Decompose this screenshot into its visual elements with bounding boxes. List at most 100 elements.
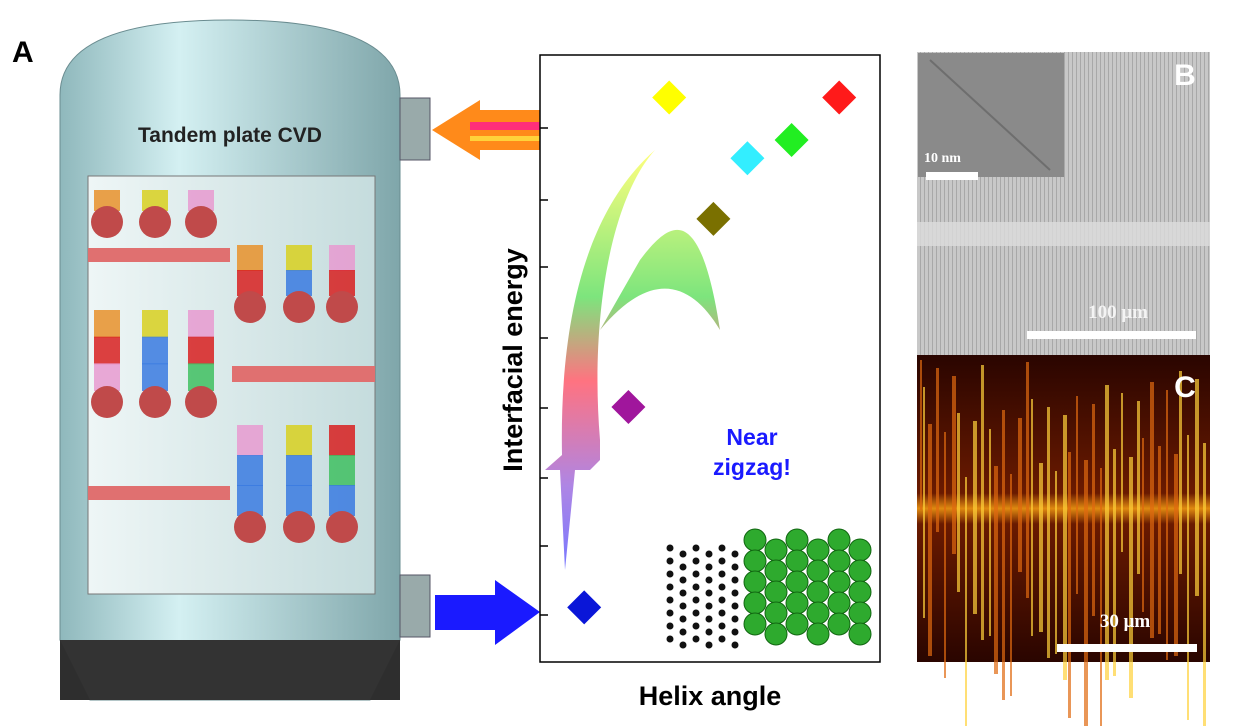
nanotube-segment — [142, 190, 168, 211]
carbon-atom — [679, 576, 687, 584]
carbon-atom — [666, 583, 674, 591]
carbon-atom — [731, 576, 739, 584]
inset-scale-bar — [926, 172, 978, 180]
carbon-atom — [718, 557, 726, 565]
carbon-atom — [679, 641, 687, 649]
carbon-atom — [718, 622, 726, 630]
nanotube-streak — [965, 477, 967, 726]
data-marker-diamond — [730, 141, 765, 176]
carbon-atom — [666, 570, 674, 578]
nanotube-streak — [923, 387, 925, 618]
metal-atom — [806, 622, 830, 646]
nanotube-streak — [1142, 438, 1144, 612]
y-axis-ticks — [540, 127, 548, 616]
vessel-title: Tandem plate CVD — [138, 124, 322, 147]
carbon-atom — [705, 563, 713, 571]
carbon-atom — [705, 602, 713, 610]
nanotube-streak — [1150, 382, 1154, 638]
metal-atom — [806, 538, 830, 562]
carbon-atom — [692, 596, 700, 604]
metal-atom — [785, 612, 809, 636]
carbon-atom — [666, 596, 674, 604]
x-axis-label: Helix angle — [639, 681, 782, 711]
nanotube-segment — [237, 485, 263, 516]
metal-atom — [806, 559, 830, 583]
nanotube-streak — [944, 432, 946, 678]
carbon-atom — [705, 550, 713, 558]
carbon-atom — [705, 641, 713, 649]
metal-atom — [848, 580, 872, 604]
nanotube-streak — [957, 413, 960, 592]
nanotube-streak — [1026, 362, 1029, 598]
nanotube-segment — [142, 336, 168, 365]
nanotube-streak — [1129, 457, 1133, 698]
nanotube-segment — [286, 245, 312, 271]
metal-atom — [806, 580, 830, 604]
nanotube-streak — [952, 376, 956, 554]
metal-atom — [827, 570, 851, 594]
shelf — [232, 366, 375, 382]
data-marker-diamond — [774, 122, 809, 157]
nanotube-streak — [1092, 404, 1095, 616]
carbon-atom — [679, 628, 687, 636]
panel-b-sem-image: 10 nm 100 μm — [917, 52, 1210, 355]
nanotube-streak — [1203, 443, 1206, 726]
carbon-atom — [718, 635, 726, 643]
metal-atom — [743, 528, 767, 552]
metal-atom — [848, 601, 872, 625]
nanotube-streak — [1068, 452, 1071, 718]
nanotube-streak — [920, 360, 922, 510]
annotation-near: Near — [726, 424, 777, 450]
catalyst-particle — [185, 206, 217, 238]
metal-atom — [743, 570, 767, 594]
y-axis-label: Interfacial energy — [498, 248, 528, 472]
carbon-atom — [705, 576, 713, 584]
nanotube-streak — [994, 466, 998, 674]
metal-atom — [743, 549, 767, 573]
panel-b-label: B — [1174, 59, 1196, 92]
nanotube-streak — [1018, 418, 1022, 572]
panel-b-scale-label: 100 μm — [1088, 302, 1148, 323]
nanotube-streak — [1166, 390, 1168, 660]
nanotube-streak — [1055, 471, 1057, 654]
nanotube-segment — [286, 485, 312, 516]
metal-atom — [827, 612, 851, 636]
nanotube-segment — [237, 245, 263, 271]
carbon-atom — [731, 615, 739, 623]
carbon-atom — [731, 589, 739, 597]
nanotube-segment — [329, 485, 355, 516]
nanotube-streak — [1076, 396, 1078, 594]
carbon-atom — [692, 583, 700, 591]
nanotube-segment — [142, 310, 168, 338]
carbon-atom — [692, 622, 700, 630]
nanotube-streak — [1063, 415, 1067, 680]
metal-atom — [743, 612, 767, 636]
carbon-atom — [692, 557, 700, 565]
nanotube-segment — [94, 190, 120, 211]
nanotube-streak — [1084, 460, 1088, 726]
nanotube-segment — [286, 455, 312, 486]
nanotube-streak — [1137, 401, 1140, 574]
nanotube-streak — [1047, 407, 1050, 658]
nanotube-streak — [1113, 449, 1116, 676]
nanotube-segment — [237, 455, 263, 486]
catalyst-particle — [139, 206, 171, 238]
nanotube-streak — [1187, 435, 1189, 720]
catalyst-particle — [91, 386, 123, 418]
nanotube-segment — [188, 190, 214, 211]
carbon-atom — [666, 609, 674, 617]
energy-trend-arrow — [545, 150, 720, 570]
carbon-atom — [679, 550, 687, 558]
outlet-arrow — [432, 100, 540, 160]
nanotube-segment — [94, 336, 120, 365]
nanotube-group — [91, 190, 358, 543]
nanotube-streak — [1010, 474, 1012, 696]
panel-c-raman-map: 30 μm — [917, 355, 1210, 726]
catalyst-particle — [139, 386, 171, 418]
panel-c-scale-bar — [1057, 644, 1197, 652]
nanotube-streak — [936, 368, 939, 532]
nanotube-streak — [1002, 410, 1005, 700]
carbon-atom — [666, 635, 674, 643]
nanotube-streak — [1039, 463, 1043, 632]
